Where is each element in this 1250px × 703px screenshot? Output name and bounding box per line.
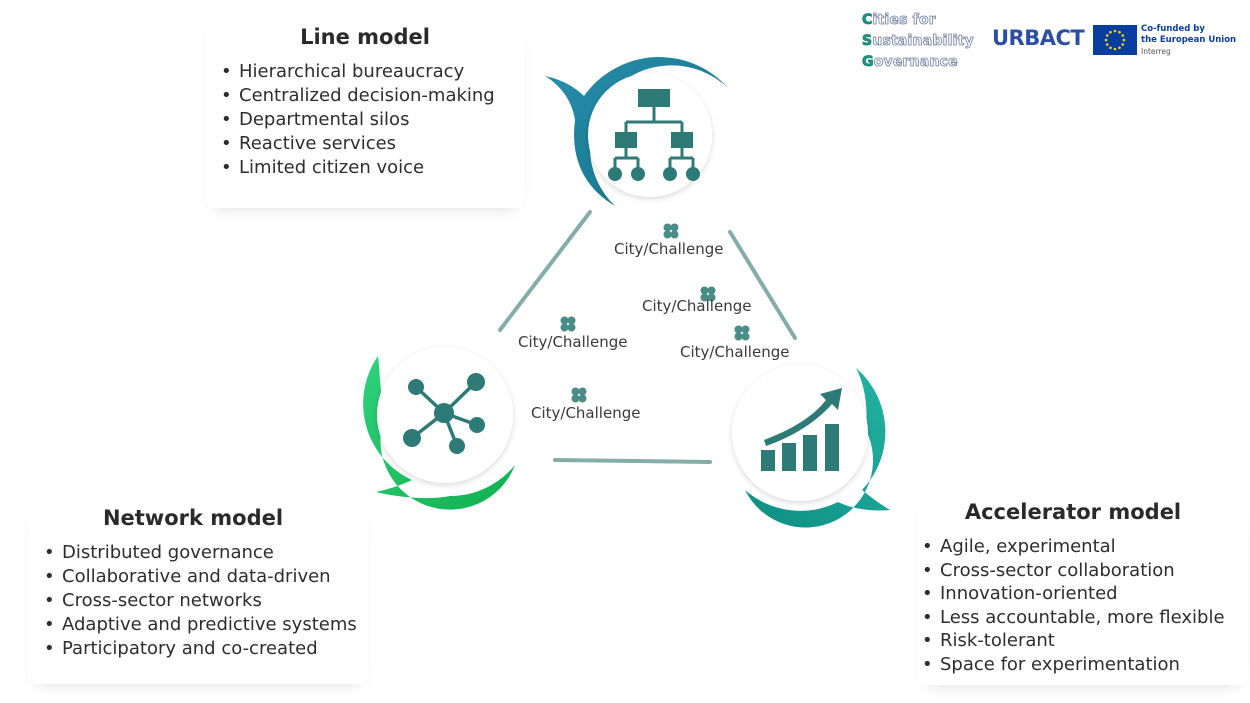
list-item: Collaborative and data-driven [40, 565, 368, 589]
partner-logos: Cities for Sustainability Governance URB… [862, 8, 1242, 72]
network-model-node [363, 347, 515, 510]
cfsg-text: ities for [872, 12, 936, 29]
puzzle-icon [571, 387, 587, 403]
eu-flag-icon [1093, 25, 1137, 55]
line-model-ring [545, 57, 728, 206]
cfsg-initial: G [862, 54, 874, 71]
cfsg-text: overnance [873, 54, 958, 71]
line-model-list: Hierarchical bureaucracy Centralized dec… [217, 60, 525, 180]
connector-line-right [728, 230, 797, 340]
cfsg-initial: S [862, 33, 873, 50]
line-model-node [545, 57, 728, 206]
network-model-card: Network model Distributed governance Col… [28, 506, 368, 684]
connector-line-bottom [553, 458, 712, 464]
org-chart-icon [608, 89, 700, 181]
eu-line-1: Co-funded by [1141, 24, 1205, 34]
puzzle-icon [700, 286, 716, 302]
puzzle-icon [663, 223, 679, 239]
cfsg-text: ustainability [872, 33, 974, 50]
puzzle-icon [734, 325, 750, 341]
list-item: Less accountable, more flexible [918, 606, 1248, 630]
growth-chart-icon [761, 388, 842, 471]
urbact-logo: URBACT [992, 26, 1085, 50]
cfsg-line-2: Sustainability [862, 31, 974, 52]
accelerator-model-list: Agile, experimental Cross-sector collabo… [918, 535, 1248, 676]
list-item: Risk-tolerant [918, 629, 1248, 653]
city-challenge-2: City/Challenge [642, 286, 751, 315]
list-item: Departmental silos [217, 108, 525, 132]
interreg-label: Interreg [1141, 47, 1171, 56]
city-challenge-3: City/Challenge [518, 316, 627, 351]
city-challenge-label: City/Challenge [642, 297, 751, 315]
city-challenge-label: City/Challenge [518, 333, 627, 351]
city-challenge-5: City/Challenge [531, 387, 640, 422]
city-challenge-label: City/Challenge [680, 343, 789, 361]
city-challenge-label: City/Challenge [614, 240, 723, 258]
eu-cofunded-text: Co-funded by the European Union [1141, 24, 1236, 46]
eu-line-2: the European Union [1141, 35, 1237, 45]
list-item: Space for experimentation [918, 653, 1248, 677]
cities-for-sustainability-governance-logo: Cities for Sustainability Governance [862, 10, 974, 73]
city-challenge-4: City/Challenge [680, 325, 789, 361]
network-model-list: Distributed governance Collaborative and… [40, 541, 368, 661]
city-challenge-1: City/Challenge [614, 223, 723, 258]
list-item: Adaptive and predictive systems [40, 613, 368, 637]
accelerator-model-circle [732, 365, 868, 501]
cfsg-line-1: Cities for [862, 10, 974, 31]
line-model-card: Line model Hierarchical bureaucracy Cent… [205, 20, 525, 208]
list-item: Innovation-oriented [918, 582, 1248, 606]
accelerator-model-node [732, 365, 890, 528]
list-item: Reactive services [217, 132, 525, 156]
city-challenge-markers: City/Challenge City/Challenge City/Chall… [518, 223, 789, 422]
list-item: Centralized decision-making [217, 84, 525, 108]
list-item: Distributed governance [40, 541, 368, 565]
line-model-circle [588, 73, 712, 197]
list-item: Cross-sector collaboration [918, 559, 1248, 583]
network-nodes-icon [403, 373, 485, 454]
connector-lines [498, 210, 797, 464]
network-model-title: Network model [102, 506, 284, 530]
list-item: Agile, experimental [918, 535, 1248, 559]
city-challenge-label: City/Challenge [531, 404, 640, 422]
list-item: Limited citizen voice [217, 156, 525, 180]
list-item: Hierarchical bureaucracy [217, 60, 525, 84]
puzzle-icon [560, 316, 576, 332]
cfsg-initial: C [862, 12, 873, 29]
list-item: Participatory and co-created [40, 637, 368, 661]
accelerator-model-card: Accelerator model Agile, experimental Cr… [918, 500, 1248, 685]
cfsg-line-3: Governance [862, 52, 974, 73]
connector-line-left [498, 210, 592, 332]
accelerator-model-title: Accelerator model [964, 500, 1182, 524]
network-model-ring [363, 356, 515, 510]
line-model-title: Line model [300, 25, 430, 49]
list-item: Cross-sector networks [40, 589, 368, 613]
